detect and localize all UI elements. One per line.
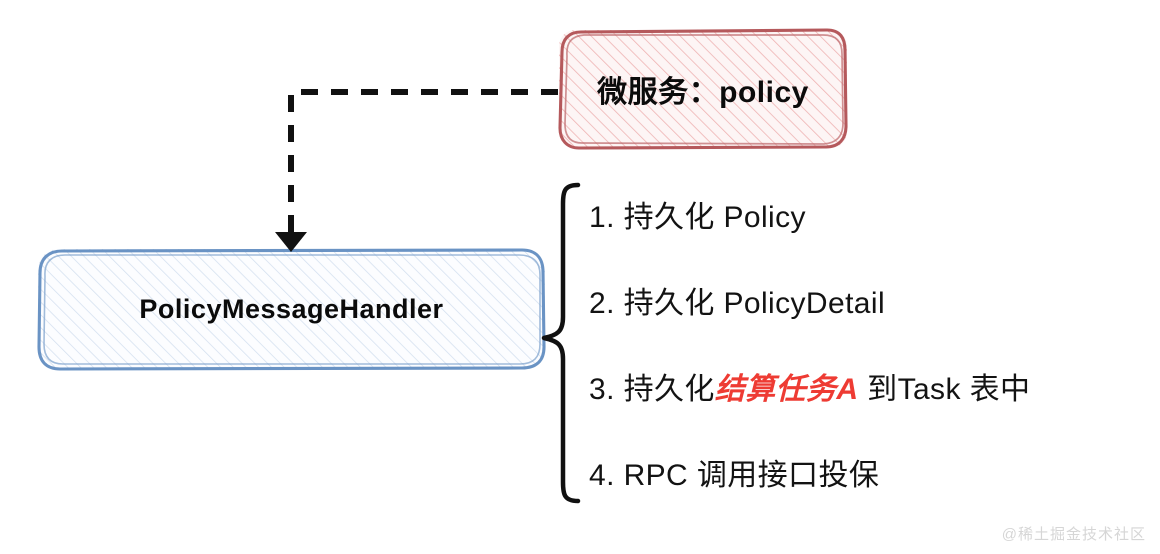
- step-number: 1.: [589, 201, 615, 234]
- brace-path: [541, 182, 581, 504]
- watermark: @稀土掘金技术社区: [1001, 526, 1146, 543]
- handler-box-label: PolicyMessageHandler: [139, 293, 444, 324]
- step-text: RPC 调用接口投保: [614, 459, 880, 492]
- step-number: 4.: [589, 459, 615, 492]
- step-number: 2.: [589, 287, 615, 320]
- left-curly-brace: [541, 182, 581, 504]
- step-text: 持久化: [614, 373, 715, 406]
- service-box[interactable]: 微服务：policy: [555, 26, 851, 152]
- step-text-tail: 到Task 表中: [858, 373, 1031, 406]
- list-item: 3. 持久化结算任务A 到Task 表中: [589, 364, 1030, 408]
- step-list: 1. 持久化 Policy 2. 持久化 PolicyDetail 3. 持久化…: [589, 184, 1149, 504]
- service-box-label: 微服务：policy: [597, 76, 809, 109]
- list-item: 4. RPC 调用接口投保: [589, 450, 879, 494]
- dashed-line: [288, 89, 558, 238]
- list-item: 2. 持久化 PolicyDetail: [589, 278, 885, 322]
- step-text: 持久化 Policy: [614, 201, 806, 234]
- step-accent-text: 结算任务A: [714, 373, 859, 406]
- service-box-frame: [558, 28, 848, 150]
- handler-box-frame: [37, 248, 546, 371]
- handler-box[interactable]: PolicyMessageHandler: [34, 245, 549, 373]
- list-item: 1. 持久化 Policy: [589, 192, 806, 236]
- step-number: 3.: [589, 373, 615, 406]
- step-text: 持久化 PolicyDetail: [614, 287, 886, 320]
